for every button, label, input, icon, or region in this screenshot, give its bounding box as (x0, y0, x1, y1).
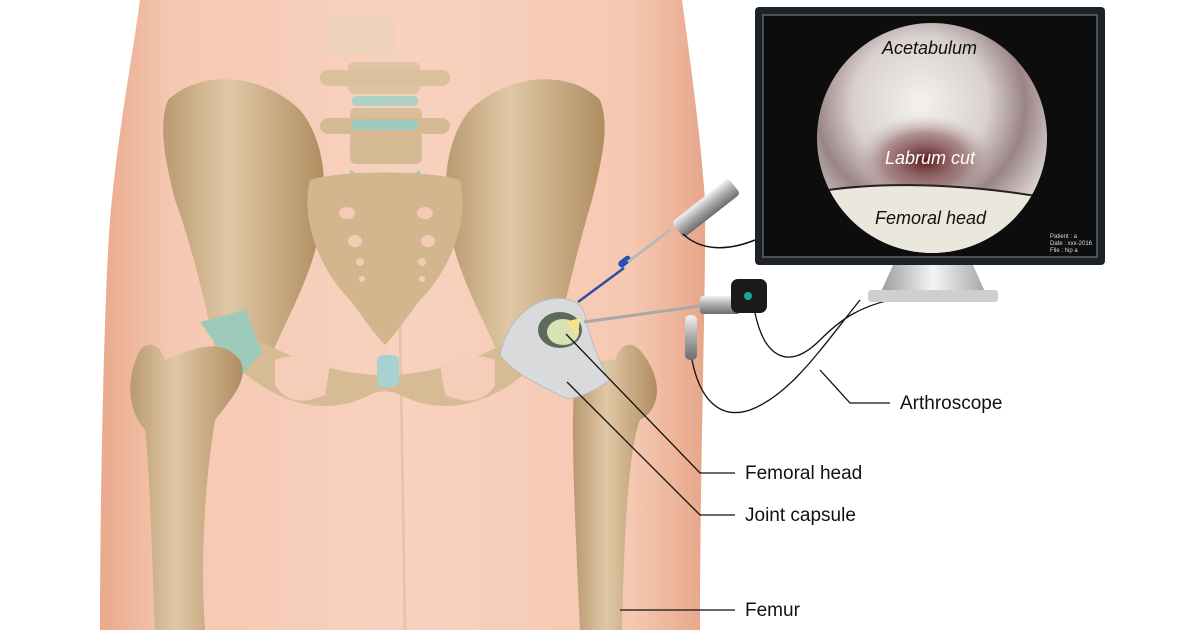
left-femur (130, 310, 262, 630)
label-joint-capsule: Joint capsule (745, 505, 856, 526)
label-femur: Femur (745, 600, 800, 621)
label-femoral-head: Femoral head (745, 463, 863, 484)
pelvis (163, 79, 605, 407)
patient-info: Patient : a Date : xxx-2016 File : hip a (1050, 234, 1092, 255)
monitor (755, 7, 1105, 302)
patient-info-patient: Patient : a (1050, 234, 1078, 240)
lumbar-spine (320, 18, 450, 191)
label-arthroscope: Arthroscope (900, 393, 1003, 414)
patient-info-file: File : hip a (1050, 248, 1078, 254)
screen-label-labrum-cut: Labrum cut (885, 148, 976, 168)
patient-info-date: Date : xxx-2016 (1050, 241, 1093, 247)
arthroscopy-instruments (577, 179, 901, 414)
screen-label-acetabulum: Acetabulum (882, 38, 978, 58)
screen-label-femoral-head: Femoral head (875, 208, 987, 228)
leader-lines (565, 333, 890, 611)
right-femur (572, 344, 657, 630)
